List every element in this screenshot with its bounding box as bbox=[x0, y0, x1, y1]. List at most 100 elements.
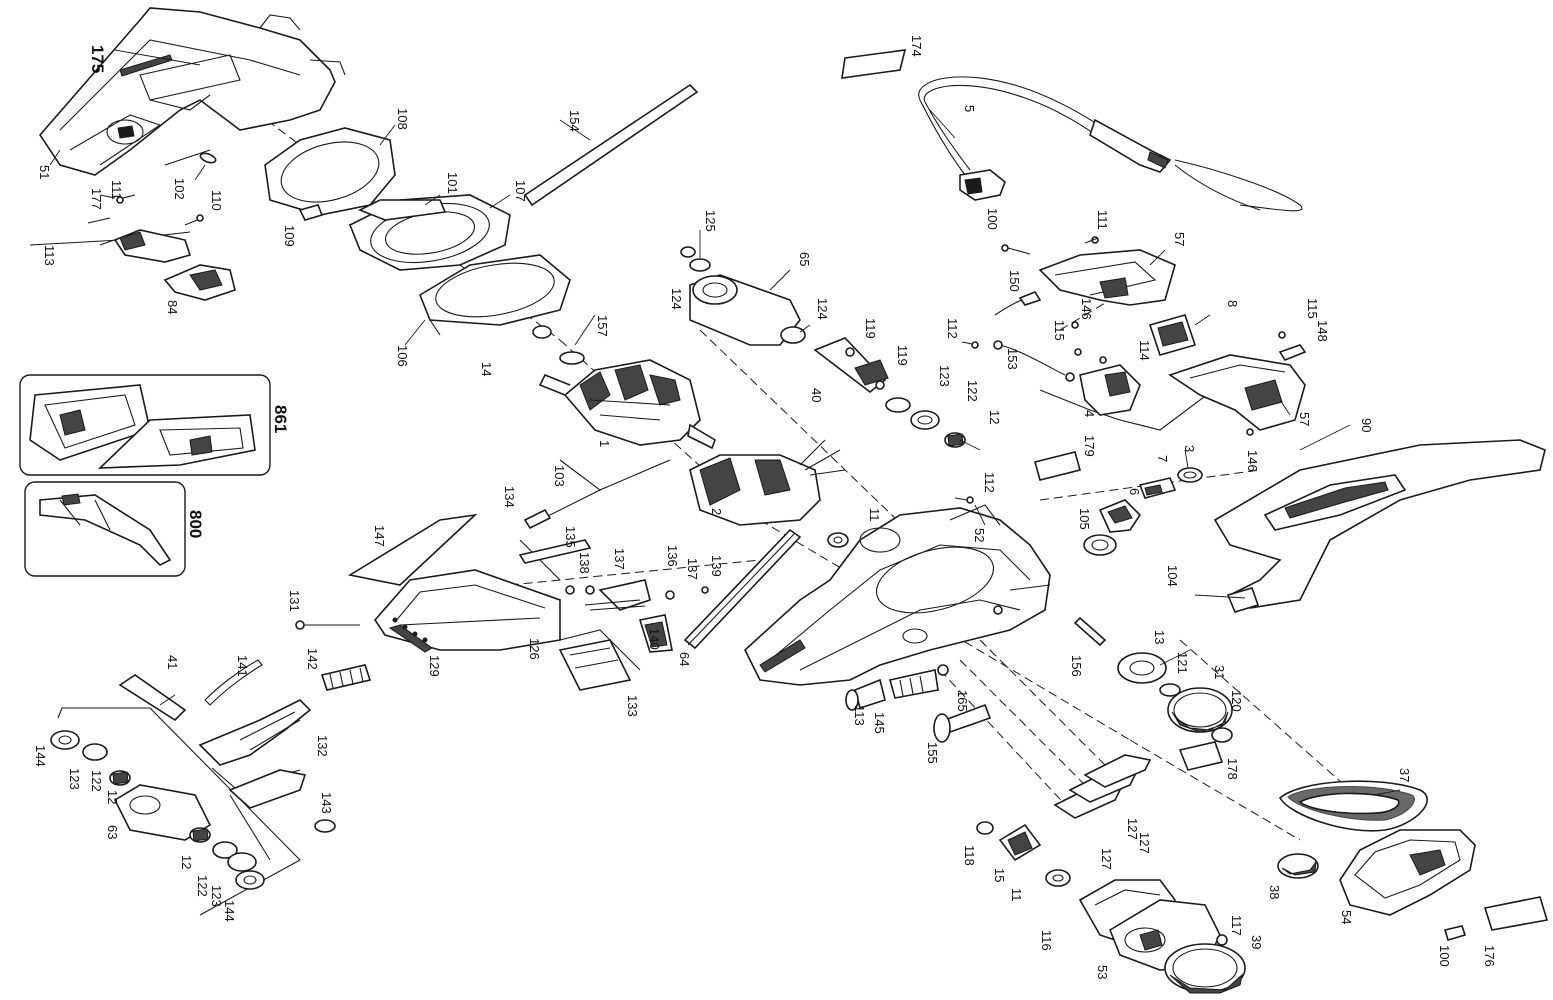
label-121: 121 bbox=[1175, 652, 1190, 674]
label-63: 63 bbox=[105, 825, 120, 839]
label-3: 3 bbox=[1182, 445, 1197, 452]
label-112b: 112 bbox=[982, 472, 997, 493]
label-104: 104 bbox=[1165, 565, 1180, 587]
label-143: 143 bbox=[319, 792, 334, 814]
label-2: 2 bbox=[709, 508, 724, 515]
label-6: 6 bbox=[1127, 488, 1142, 495]
cover-rings bbox=[264, 127, 571, 339]
label-175: 175 bbox=[88, 45, 107, 73]
label-40: 40 bbox=[809, 388, 824, 402]
small-parts-upper-left bbox=[87, 152, 236, 301]
label-90: 90 bbox=[1359, 418, 1374, 432]
part-labels: 175 51 177 102 111 110 113 84 109 108 10… bbox=[33, 35, 1497, 979]
label-178: 178 bbox=[1225, 758, 1240, 780]
label-84: 84 bbox=[165, 300, 180, 314]
label-800: 800 bbox=[186, 510, 205, 538]
label-12c: 12 bbox=[179, 855, 194, 869]
label-177: 177 bbox=[89, 188, 104, 210]
label-144a: 144 bbox=[33, 745, 48, 767]
label-141: 141 bbox=[235, 655, 250, 677]
blade-holder-parts bbox=[347, 508, 709, 653]
label-52: 52 bbox=[972, 528, 987, 542]
label-156: 156 bbox=[1069, 655, 1084, 677]
label-107: 107 bbox=[513, 180, 528, 202]
label-129: 129 bbox=[427, 655, 442, 677]
label-127c: 127 bbox=[1099, 848, 1114, 870]
label-118: 118 bbox=[962, 845, 977, 866]
label-150: 150 bbox=[1007, 270, 1022, 292]
label-11a: 11 bbox=[867, 508, 882, 522]
gear-case-53 bbox=[976, 754, 1319, 994]
label-176: 176 bbox=[1482, 945, 1497, 967]
label-110: 110 bbox=[209, 190, 224, 211]
label-113b: 113 bbox=[852, 705, 867, 726]
handle-cover-57-lower bbox=[1168, 331, 1307, 436]
label-116: 116 bbox=[1039, 930, 1054, 951]
label-127a: 127 bbox=[1125, 818, 1140, 840]
label-157: 157 bbox=[595, 315, 610, 337]
gear-train-31 bbox=[1073, 616, 1233, 771]
label-122c: 122 bbox=[195, 875, 210, 897]
label-165: 165 bbox=[955, 690, 970, 712]
label-112a: 112 bbox=[945, 318, 960, 339]
label-145: 145 bbox=[872, 712, 887, 734]
label-132: 132 bbox=[315, 735, 330, 757]
label-117: 117 bbox=[1229, 915, 1244, 936]
label-153: 153 bbox=[1005, 348, 1020, 370]
label-115a: 115 bbox=[1052, 320, 1067, 341]
label-105: 105 bbox=[1077, 508, 1092, 530]
label-127b: 127 bbox=[1137, 832, 1152, 854]
label-100a: 100 bbox=[985, 208, 1000, 230]
label-106: 106 bbox=[395, 345, 410, 367]
label-39: 39 bbox=[1249, 935, 1264, 949]
label-41: 41 bbox=[165, 655, 180, 669]
label-138: 138 bbox=[577, 552, 592, 574]
clamp-housing-129 bbox=[295, 569, 632, 691]
label-131: 131 bbox=[287, 590, 302, 612]
label-137b: 137 bbox=[685, 558, 700, 580]
label-122b: 122 bbox=[89, 770, 104, 792]
label-134: 134 bbox=[502, 486, 517, 508]
label-101: 101 bbox=[445, 172, 460, 194]
switch-bracket-4 bbox=[1079, 356, 1141, 416]
label-140: 140 bbox=[647, 628, 662, 650]
field-coil-2 bbox=[689, 439, 846, 526]
label-114: 114 bbox=[1137, 340, 1152, 361]
upper-housing bbox=[38, 7, 346, 176]
leader-lines bbox=[49, 49, 1401, 796]
label-147: 147 bbox=[372, 525, 387, 547]
label-111a: 111 bbox=[109, 180, 124, 200]
label-102: 102 bbox=[172, 178, 187, 200]
belt-37 bbox=[1278, 780, 1428, 832]
label-12b: 12 bbox=[105, 790, 120, 804]
label-51: 51 bbox=[37, 165, 52, 179]
blade-guard-90 bbox=[1213, 439, 1546, 613]
label-148: 148 bbox=[1315, 320, 1330, 342]
label-103: 103 bbox=[552, 465, 567, 487]
label-179: 179 bbox=[1082, 435, 1097, 457]
label-7: 7 bbox=[1155, 455, 1170, 462]
motor-sleeve-65 bbox=[680, 246, 806, 346]
label-109: 109 bbox=[282, 225, 297, 247]
label-136: 136 bbox=[665, 545, 680, 567]
main-body-52 bbox=[744, 504, 1051, 686]
label-57b: 57 bbox=[1297, 412, 1312, 426]
label-142: 142 bbox=[305, 648, 320, 670]
shaft-assembly-40 bbox=[813, 337, 966, 448]
label-64: 64 bbox=[677, 652, 692, 666]
label-5: 5 bbox=[962, 105, 977, 112]
lock-knob-parts bbox=[954, 451, 1203, 556]
label-137a: 137 bbox=[612, 548, 627, 570]
switch-8 bbox=[1148, 314, 1197, 356]
belt-cover-54 bbox=[1339, 829, 1549, 941]
carry-case-861 bbox=[19, 374, 271, 476]
label-54: 54 bbox=[1339, 910, 1354, 924]
label-113a: 113 bbox=[42, 245, 57, 266]
label-14: 14 bbox=[479, 362, 494, 376]
label-144b: 144 bbox=[222, 900, 237, 922]
label-123b: 123 bbox=[67, 768, 82, 790]
power-cord-5 bbox=[841, 49, 1303, 212]
shoe-assembly-63 bbox=[50, 659, 372, 890]
